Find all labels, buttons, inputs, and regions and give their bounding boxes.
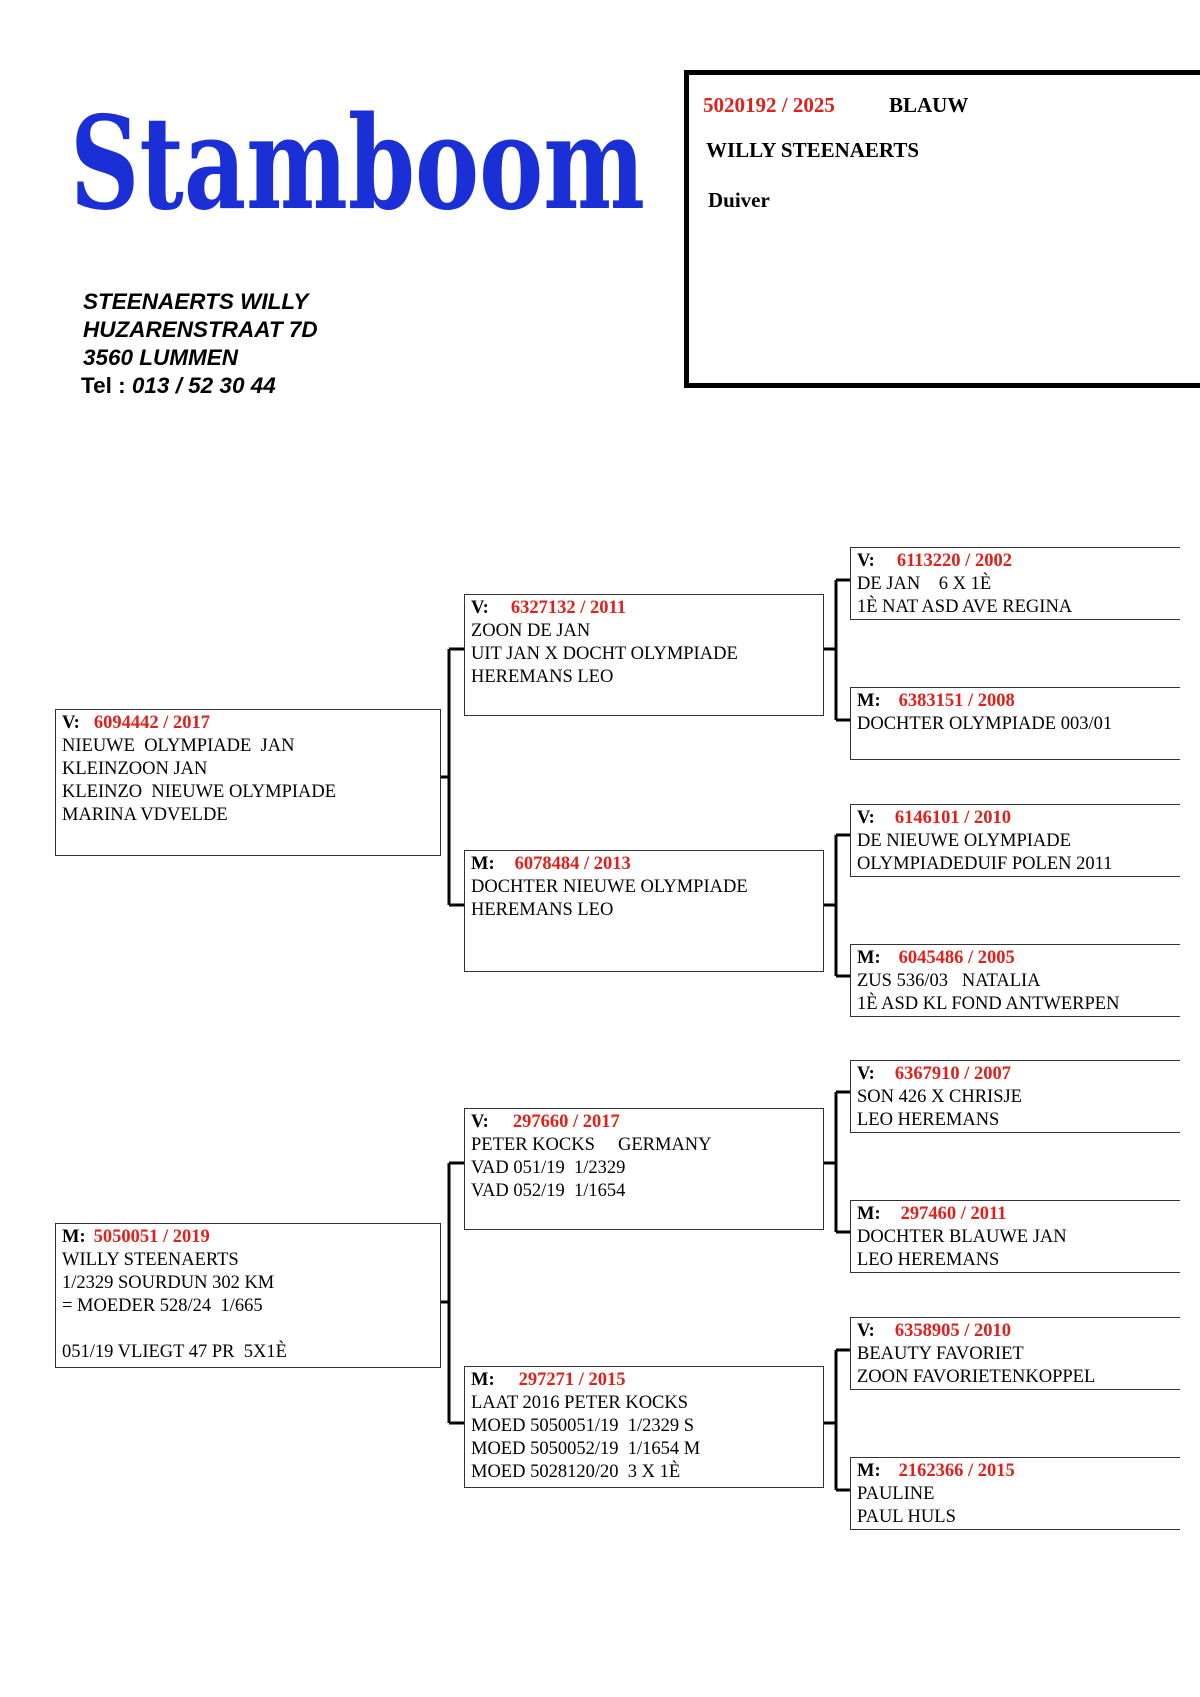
ff-ring: 6327132 / 2011 [510, 598, 626, 618]
mother-line-4 [62, 1318, 440, 1341]
mf-line-1: PETER KOCKS GERMANY [471, 1135, 712, 1155]
mf-ring: 297660 / 2017 [512, 1112, 620, 1132]
mf-role: V: [471, 1112, 489, 1132]
fm-line-2: HEREMANS LEO [471, 900, 614, 920]
connector-fm [823, 833, 850, 978]
father-role: V: [62, 713, 80, 733]
connector-ff [823, 578, 850, 722]
mfm-role: M: [857, 1204, 881, 1224]
stamboom-logo: Stamboom [70, 89, 645, 239]
owner-tel: Tel : 013 / 52 30 44 [81, 372, 318, 400]
mf-line-3: VAD 052/19 1/1654 [471, 1181, 626, 1201]
mm-line-3: MOED 5050052/19 1/1654 M [471, 1439, 701, 1459]
mmm-ring: 2162366 / 2015 [898, 1461, 1015, 1481]
ffm-line-1: DOCHTER OLYMPIADE 003/01 [857, 714, 1113, 734]
connector-mf [823, 1090, 850, 1234]
tel-number: 013 / 52 30 44 [131, 373, 276, 398]
mmf-line-2: ZOON FAVORIETENKOPPEL [857, 1367, 1096, 1387]
fmf-line-1: DE NIEUWE OLYMPIADE [857, 831, 1071, 851]
fm-ring: 6078484 / 2013 [514, 854, 631, 874]
mmf-box: V: 6358905 / 2010 BEAUTY FAVORIET ZOON FA… [850, 1317, 1180, 1390]
fm-box: M: 6078484 / 2013 DOCHTER NIEUWE OLYMPIAD… [464, 850, 824, 972]
ffm-ring: 6383151 / 2008 [898, 691, 1015, 711]
father-line-2: KLEINZOON JAN [62, 759, 208, 779]
mm-role: M: [471, 1370, 495, 1390]
mother-line-1: WILLY STEENAERTS [62, 1250, 239, 1270]
fmm-box: M: 6045486 / 2005 ZUS 536/03 NATALIA 1È A… [850, 944, 1180, 1017]
mother-line-5: 051/19 VLIEGT 47 PR 5X1È [62, 1342, 287, 1362]
ffm-box: M: 6383151 / 2008 DOCHTER OLYMPIADE 003/0… [850, 687, 1180, 760]
ff-line-3: HEREMANS LEO [471, 667, 614, 687]
mother-line-2: 1/2329 SOURDUN 302 KM [62, 1273, 275, 1293]
mfm-line-1: DOCHTER BLAUWE JAN [857, 1227, 1067, 1247]
mmm-role: M: [857, 1461, 881, 1481]
pigeon-ring-number: 5020192 / 2025 [703, 93, 835, 117]
owner-street: HUZARENSTRAAT 7D [83, 317, 318, 342]
logo-text: Stamboom [70, 89, 645, 239]
fmf-role: V: [857, 808, 875, 828]
connector-mother [440, 1161, 464, 1425]
fmm-line-2: 1È ASD KL FOND ANTWERPEN [857, 994, 1120, 1014]
pigeon-owner: WILLY STEENAERTS [706, 138, 920, 162]
owner-address: STEENAERTS WILLY HUZARENSTRAAT 7D 3560 L… [81, 288, 318, 400]
mm-line-4: MOED 5028120/20 3 X 1È [471, 1462, 681, 1482]
ffm-role: M: [857, 691, 881, 711]
mmm-box: M: 2162366 / 2015 PAULINE PAUL HULS [850, 1457, 1180, 1530]
mm-line-2: MOED 5050051/19 1/2329 S [471, 1416, 695, 1436]
mff-line-2: LEO HEREMANS [857, 1110, 1000, 1130]
mmf-line-1: BEAUTY FAVORIET [857, 1344, 1024, 1364]
pigeon-color: BLAUW [889, 93, 969, 117]
ff-line-1: ZOON DE JAN [471, 621, 591, 641]
mother-box: M: 5050051 / 2019 WILLY STEENAERTS 1/2329… [55, 1223, 441, 1368]
owner-city: 3560 LUMMEN [83, 345, 239, 370]
father-ring: 6094442 / 2017 [93, 713, 210, 733]
father-line-4: MARINA VDVELDE [62, 805, 228, 825]
fm-line-1: DOCHTER NIEUWE OLYMPIADE [471, 877, 748, 897]
mfm-ring: 297460 / 2011 [900, 1204, 1007, 1224]
owner-name: STEENAERTS WILLY [83, 289, 309, 314]
mmm-line-1: PAULINE [857, 1484, 935, 1504]
fmf-ring: 6146101 / 2010 [894, 808, 1011, 828]
fff-box: V: 6113220 / 2002 DE JAN 6 X 1È 1È NAT AS… [850, 547, 1180, 620]
connector-father [440, 647, 464, 907]
fff-line-2: 1È NAT ASD AVE REGINA [857, 597, 1073, 617]
connector-mm [823, 1348, 850, 1492]
mf-line-2: VAD 051/19 1/2329 [471, 1158, 626, 1178]
fm-role: M: [471, 854, 495, 874]
ff-line-2: UIT JAN X DOCHT OLYMPIADE [471, 644, 738, 664]
mmf-ring: 6358905 / 2010 [894, 1321, 1011, 1341]
ff-box: V: 6327132 / 2011 ZOON DE JAN UIT JAN X D… [464, 594, 824, 716]
pigeon-sex: Duiver [708, 188, 770, 212]
mff-role: V: [857, 1064, 875, 1084]
tel-label: Tel : [81, 373, 126, 398]
fmf-line-2: OLYMPIADEDUIF POLEN 2011 [857, 854, 1113, 874]
mm-line-1: LAAT 2016 PETER KOCKS [471, 1393, 689, 1413]
mff-ring: 6367910 / 2007 [894, 1064, 1011, 1084]
mother-line-3: = MOEDER 528/24 1/665 [62, 1296, 263, 1316]
fmm-ring: 6045486 / 2005 [898, 948, 1015, 968]
mff-line-1: SON 426 X CHRISJE [857, 1087, 1022, 1107]
mfm-box: M: 297460 / 2011 DOCHTER BLAUWE JAN LEO H… [850, 1200, 1180, 1273]
fff-ring: 6113220 / 2002 [896, 551, 1012, 571]
fmf-box: V: 6146101 / 2010 DE NIEUWE OLYMPIADE OLY… [850, 804, 1180, 877]
mother-role: M: [62, 1227, 86, 1247]
fff-role: V: [857, 551, 875, 571]
mother-ring: 5050051 / 2019 [93, 1227, 210, 1247]
mm-box: M: 297271 / 2015 LAAT 2016 PETER KOCKS MO… [464, 1366, 824, 1488]
father-line-3: KLEINZO NIEUWE OLYMPIADE [62, 782, 337, 802]
father-box: V: 6094442 / 2017 NIEUWE OLYMPIADE JAN KL… [55, 709, 441, 856]
ff-role: V: [471, 598, 489, 618]
mmm-line-2: PAUL HULS [857, 1507, 956, 1527]
father-line-1: NIEUWE OLYMPIADE JAN [62, 736, 295, 756]
mmf-role: V: [857, 1321, 875, 1341]
mfm-line-2: LEO HEREMANS [857, 1250, 1000, 1270]
pigeon-info-box: 5020192 / 2025 BLAUW WILLY STEENAERTS Du… [684, 70, 1200, 388]
mm-ring: 297271 / 2015 [518, 1370, 626, 1390]
fmm-role: M: [857, 948, 881, 968]
fff-line-1: DE JAN 6 X 1È [857, 574, 992, 594]
mff-box: V: 6367910 / 2007 SON 426 X CHRISJE LEO H… [850, 1060, 1180, 1133]
mf-box: V: 297660 / 2017 PETER KOCKS GERMANY VAD … [464, 1108, 824, 1230]
fmm-line-1: ZUS 536/03 NATALIA [857, 971, 1041, 991]
